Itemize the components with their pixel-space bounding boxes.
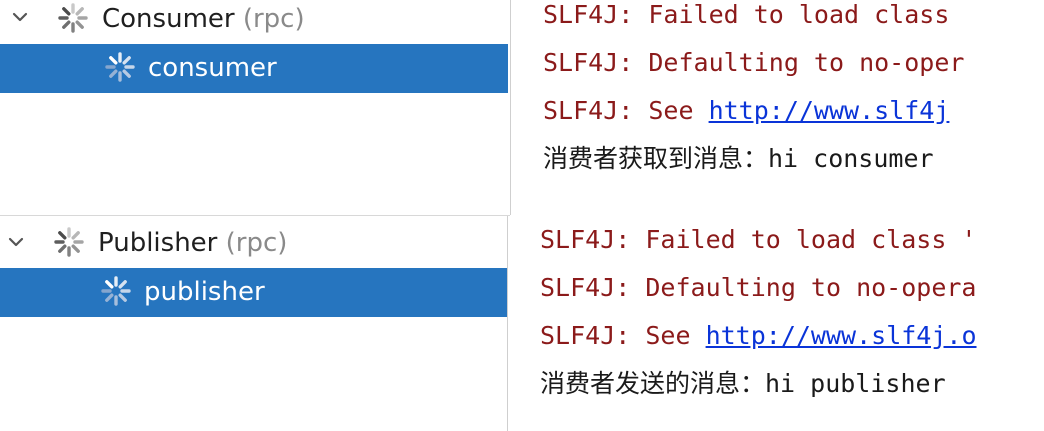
console-link[interactable]: http://www.slf4j.o bbox=[705, 321, 977, 350]
splitter[interactable] bbox=[507, 216, 508, 431]
chevron-down-icon[interactable] bbox=[6, 232, 26, 252]
console-line: SLF4J: Failed to load class ' bbox=[540, 225, 977, 254]
loading-spinner-icon bbox=[54, 227, 84, 257]
console-line: SLF4J: Defaulting to no-opera bbox=[540, 273, 977, 302]
run-tree: Consumer (rpc) consumer bbox=[0, 0, 508, 215]
console-line: SLF4J: Defaulting to no-oper bbox=[543, 48, 965, 77]
tree-node-publisher-selected[interactable]: publisher bbox=[0, 268, 508, 317]
console-output[interactable]: SLF4J: Failed to load class ' SLF4J: Def… bbox=[508, 216, 1044, 431]
tree-node-publisher-rpc[interactable]: Publisher (rpc) bbox=[0, 216, 508, 264]
loading-spinner-icon bbox=[58, 3, 88, 33]
console-line: SLF4J: See http://www.slf4j bbox=[543, 96, 949, 126]
console-line: 消费者发送的消息：hi publisher bbox=[540, 369, 946, 398]
loading-spinner-icon bbox=[105, 52, 135, 82]
console-output[interactable]: SLF4J: Failed to load class SLF4J: Defau… bbox=[511, 0, 1044, 215]
console-line: SLF4J: Failed to load class bbox=[543, 0, 950, 29]
tree-node-suffix: (rpc) bbox=[242, 4, 305, 34]
run-panel-consumer: Consumer (rpc) consumer SLF4J: bbox=[0, 0, 1044, 215]
console-text: SLF4J: See bbox=[540, 321, 706, 350]
tree-node-label: Consumer (rpc) bbox=[102, 4, 305, 34]
tree-node-label: publisher bbox=[144, 277, 265, 307]
tree-node-name: Publisher bbox=[98, 228, 218, 258]
splitter[interactable] bbox=[510, 0, 511, 215]
console-line: SLF4J: See http://www.slf4j.o bbox=[540, 321, 977, 351]
console-link[interactable]: http://www.slf4j bbox=[708, 96, 950, 125]
run-tree: Publisher (rpc) publisher bbox=[0, 216, 508, 431]
chevron-down-icon[interactable] bbox=[10, 7, 30, 27]
panel-divider[interactable] bbox=[0, 215, 510, 216]
run-panel-publisher: Publisher (rpc) publisher SLF4J bbox=[0, 216, 1044, 431]
tree-node-suffix: (rpc) bbox=[225, 228, 288, 258]
tree-node-name: Consumer bbox=[102, 4, 235, 34]
loading-spinner-icon bbox=[101, 276, 131, 306]
tree-node-label: Publisher (rpc) bbox=[98, 228, 287, 258]
console-line: 消费者获取到消息：hi consumer bbox=[543, 144, 934, 173]
tree-node-consumer-rpc[interactable]: Consumer (rpc) bbox=[0, 0, 508, 48]
console-text: SLF4J: See bbox=[543, 96, 709, 125]
tree-node-consumer-selected[interactable]: consumer bbox=[0, 44, 508, 93]
tree-node-label: consumer bbox=[148, 53, 277, 83]
